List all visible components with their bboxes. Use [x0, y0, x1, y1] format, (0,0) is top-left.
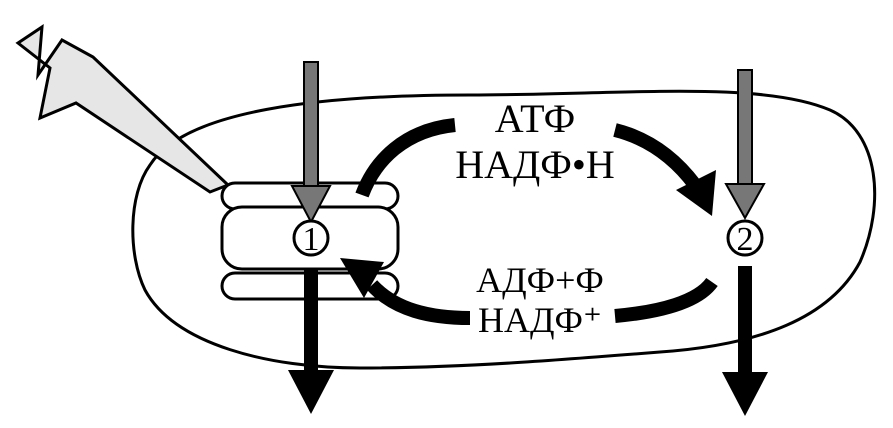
output-arrow-2: [722, 266, 768, 416]
products-arrow: [355, 118, 716, 216]
label-nadp: НАДФ⁺: [478, 300, 602, 340]
lightning-icon: [15, 24, 231, 194]
output-arrow-1: [288, 270, 334, 414]
label-atp: АТФ: [495, 96, 576, 141]
stage-1-number: 1: [303, 221, 320, 258]
input-arrow-1: [290, 61, 332, 225]
returns-arrow: [340, 258, 718, 325]
chloroplast-outline: [131, 89, 877, 370]
stage-1: 1: [292, 219, 330, 258]
stage-2-number: 2: [737, 221, 754, 258]
input-arrow-2: [724, 69, 766, 221]
label-nadph: НАДФ•Н: [455, 142, 615, 187]
label-adp-p: АДФ+Ф: [476, 260, 604, 300]
stage-2: 2: [726, 219, 764, 258]
